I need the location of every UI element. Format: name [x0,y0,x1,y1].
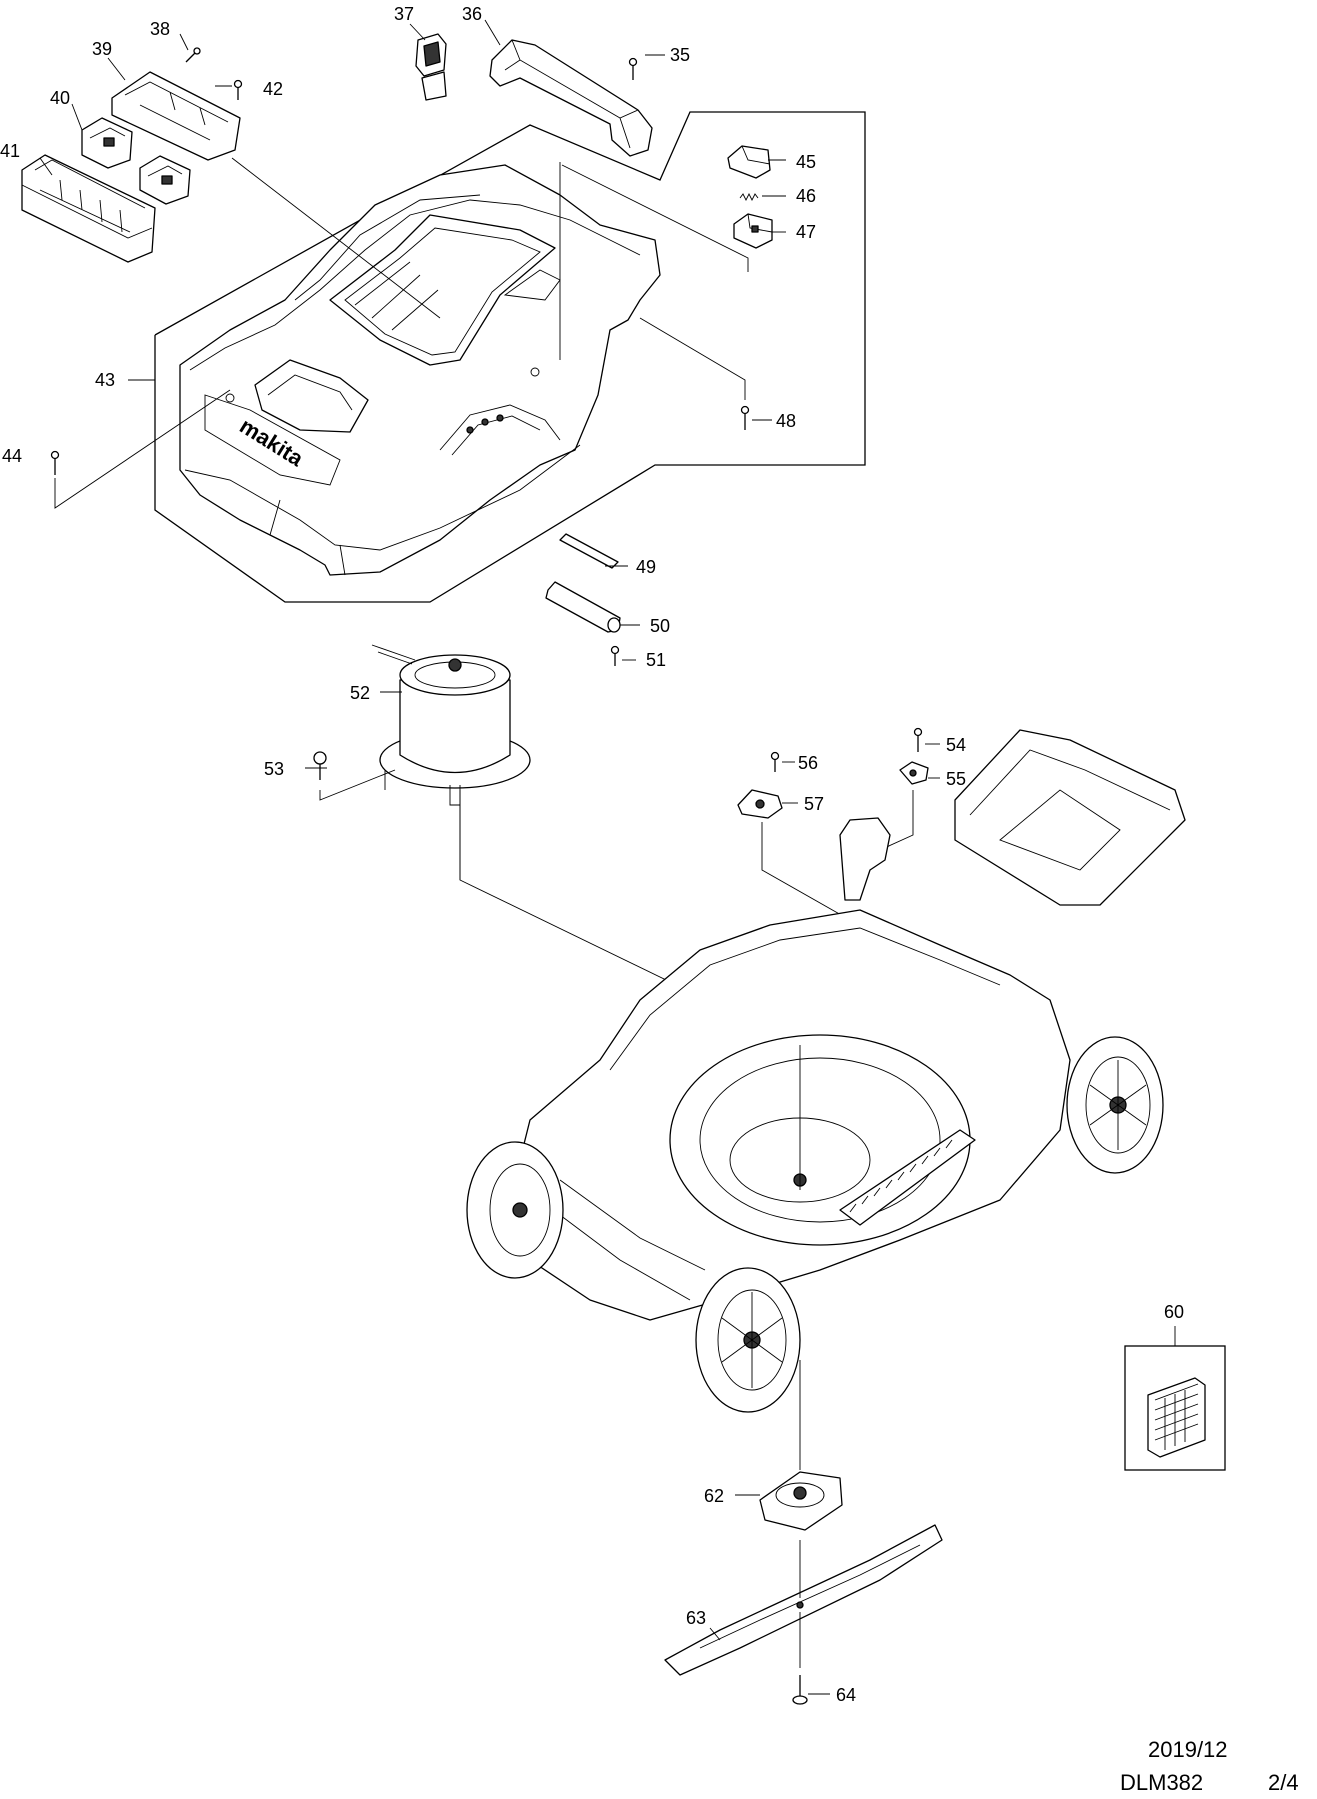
part-60-box [1124,1345,1226,1471]
screw-53 [313,751,396,801]
label-54: 54 [946,735,966,755]
upper-housing-43: makita [179,157,661,576]
terminal-40 [81,117,191,205]
motor-52 [371,644,801,1046]
label-39: 39 [92,39,112,59]
label-49: 49 [636,557,656,577]
wheel-front-right [695,1267,801,1413]
blade-holder-62 [759,1471,843,1531]
leader-lines [39,19,1176,1695]
battery-adapter-41 [21,154,156,263]
terminal-holder-39 [111,71,241,161]
screw-48 [639,317,750,430]
screw-51 [610,645,620,666]
carry-handle-36 [489,39,653,157]
label-41: 41 [0,141,20,161]
label-47: 47 [796,222,816,242]
screw-38 [185,47,201,63]
screw-64 [792,1675,808,1705]
spacer-49 [559,533,619,569]
label-56: 56 [798,753,818,773]
housing-group-frame [154,111,866,603]
screw-56 [770,751,780,772]
label-53: 53 [264,759,284,779]
screw-42 [233,79,243,100]
label-64: 64 [836,1685,856,1705]
label-60: 60 [1164,1302,1184,1322]
footer-page: 2/4 [1268,1770,1299,1795]
nut-55 [899,761,929,785]
label-44: 44 [2,446,22,466]
footer-date: 2019/12 [1148,1737,1228,1762]
switch-key-37 [415,33,447,101]
label-57: 57 [804,794,824,814]
lock-holder-47 [733,213,773,249]
label-55: 55 [946,769,966,789]
screw-44 [50,389,231,509]
label-46: 46 [796,186,816,206]
battery-terminal-parts [21,47,243,263]
lock-parts [561,145,773,272]
label-45: 45 [796,152,816,172]
spring-46 [739,192,759,202]
label-40: 40 [50,88,70,108]
label-42: 42 [263,79,283,99]
label-37: 37 [394,4,414,24]
label-51: 51 [646,650,666,670]
label-38: 38 [150,19,170,39]
wheel-front-left [466,1141,564,1279]
label-62: 62 [704,1486,724,1506]
switch-57 [737,789,914,921]
lock-button-45 [727,145,771,179]
part-number-labels: 35 36 37 38 39 40 41 42 43 44 45 46 47 4… [0,4,1184,1705]
screw-35 [628,57,638,80]
label-43: 43 [95,370,115,390]
footer-model: DLM382 [1120,1770,1203,1795]
footer: 2019/12 DLM382 2/4 [1120,1737,1299,1795]
screw-54 [913,727,923,752]
wheel-rear [1066,1036,1164,1174]
label-35: 35 [670,45,690,65]
label-48: 48 [776,411,796,431]
label-50: 50 [650,616,670,636]
mower-deck [466,729,1186,1470]
blade-63 [664,1524,943,1676]
handle-parts [415,33,653,157]
shaft-50 [545,581,621,633]
label-63: 63 [686,1608,706,1628]
label-52: 52 [350,683,370,703]
label-36: 36 [462,4,482,24]
